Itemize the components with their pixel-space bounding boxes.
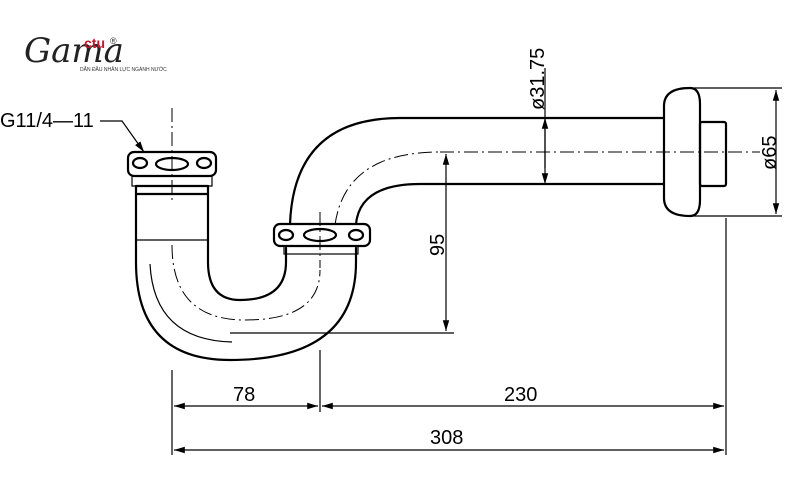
logo-tagline: DẪN ĐẦU NHÂN LỰC NGÀNH NƯỚC bbox=[80, 66, 167, 73]
thread-label: G11/4—11 bbox=[0, 110, 94, 132]
wall-flange bbox=[662, 86, 728, 218]
logo-registered-mark: ® bbox=[110, 36, 117, 46]
brand-logo: Gama ctu ® DẪN ĐẦU NHÂN LỰC NGÀNH NƯỚC bbox=[24, 31, 167, 73]
width-right-label: 230 bbox=[504, 384, 537, 406]
inlet-tailpiece bbox=[134, 192, 210, 242]
outlet-pipe bbox=[288, 116, 666, 226]
logo-accent-text: ctu bbox=[84, 35, 105, 51]
middle-nut bbox=[272, 222, 372, 255]
height-dimension: 95 bbox=[230, 154, 454, 334]
width-dimensions: 78 230 bbox=[174, 384, 724, 410]
center-lines bbox=[171, 108, 760, 321]
logo-script-text: Gama bbox=[24, 31, 124, 71]
thread-callout: G11/4—11 bbox=[0, 110, 145, 153]
height-label: 95 bbox=[427, 234, 449, 256]
pipe-diameter-dimension: ø31.75 bbox=[527, 48, 549, 184]
inlet-nut bbox=[126, 150, 218, 196]
flange-diameter-dimension: ø65 bbox=[690, 87, 782, 217]
flange-diameter-label: ø65 bbox=[759, 136, 781, 170]
u-bend bbox=[134, 238, 358, 362]
extension-lines bbox=[171, 218, 727, 455]
width-left-label: 78 bbox=[233, 384, 255, 406]
total-width-dimension: 308 bbox=[174, 427, 724, 454]
total-width-label: 308 bbox=[430, 427, 463, 449]
pipe-diameter-label: ø31.75 bbox=[527, 48, 549, 110]
